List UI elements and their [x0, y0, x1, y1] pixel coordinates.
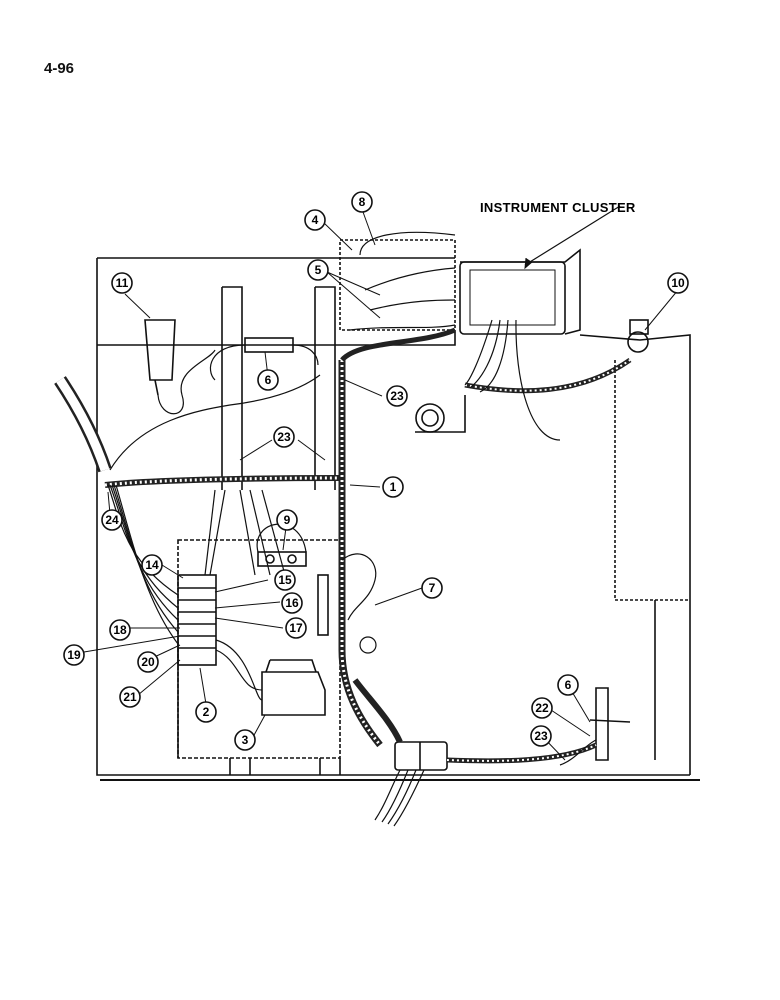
callout-c8: 8: [351, 191, 373, 213]
callout-number: 23: [534, 729, 548, 743]
callout-circle: [557, 674, 579, 696]
callout-circle: [304, 209, 326, 231]
callout-circle: [274, 569, 296, 591]
wire-harnesses: [54, 231, 632, 827]
callout-circle: [530, 725, 552, 747]
callout-number: 7: [429, 581, 436, 595]
callout-number: 16: [285, 596, 299, 610]
callout-c10: 10: [667, 272, 689, 294]
callout-c6a: 6: [257, 369, 279, 391]
callout-c11: 11: [111, 272, 133, 294]
page-number: 4-96: [44, 60, 75, 77]
callout-number: 22: [535, 701, 549, 715]
callout-c24: 24: [101, 509, 123, 531]
callout-circle: [141, 554, 163, 576]
callout-number: 9: [284, 513, 291, 527]
callout-number: 21: [123, 690, 137, 704]
callout-number: 20: [141, 655, 155, 669]
callout-c23a: 23: [386, 385, 408, 407]
callout-circle: [667, 272, 689, 294]
callout-c14: 14: [141, 554, 163, 576]
callout-number: 2: [203, 705, 210, 719]
callout-number: 5: [315, 263, 322, 277]
callout-c23c: 23: [530, 725, 552, 747]
callout-c21: 21: [119, 686, 141, 708]
callout-c19: 19: [63, 644, 85, 666]
callout-circle: [101, 509, 123, 531]
callout-number: 17: [289, 621, 303, 635]
callout-circle: [351, 191, 373, 213]
callout-circle: [281, 592, 303, 614]
panel-structure: [96, 239, 700, 781]
callout-number: 8: [359, 195, 366, 209]
instrument-cluster-label: INSTRUMENT CLUSTER: [480, 200, 636, 215]
callout-c20: 20: [137, 651, 159, 673]
callout-c22: 22: [531, 697, 553, 719]
callout-circle: [307, 259, 329, 281]
callout-circle: [137, 651, 159, 673]
callout-number: 11: [116, 276, 129, 290]
callout-c15: 15: [274, 569, 296, 591]
callout-c7: 7: [421, 577, 443, 599]
callout-c4: 4: [304, 209, 326, 231]
callout-c23b: 23: [273, 426, 295, 448]
callout-number: 6: [265, 373, 272, 387]
callout-circle: [109, 619, 131, 641]
callout-number: 23: [390, 389, 404, 403]
instrument-cluster-callout: INSTRUMENT CLUSTER: [480, 200, 636, 215]
callout-circle: [273, 426, 295, 448]
callout-c5: 5: [307, 259, 329, 281]
callout-circle: [382, 476, 404, 498]
callout-circle: [234, 729, 256, 751]
callout-c6b: 6: [557, 674, 579, 696]
callout-number: 1: [390, 480, 397, 494]
callout-c2: 2: [195, 701, 217, 723]
callout-number: 3: [242, 733, 249, 747]
callout-number: 10: [671, 276, 685, 290]
callout-circle: [111, 272, 133, 294]
callout-circle: [63, 644, 85, 666]
callout-circle: [195, 701, 217, 723]
callout-number: 19: [67, 648, 81, 662]
callout-number: 24: [105, 513, 119, 527]
callout-number: 15: [278, 573, 292, 587]
callout-circle: [285, 617, 307, 639]
callout-c17: 17: [285, 617, 307, 639]
callout-c9: 9: [276, 509, 298, 531]
callout-number: 6: [565, 678, 572, 692]
callout-c3: 3: [234, 729, 256, 751]
callout-c1: 1: [382, 476, 404, 498]
callout-circle: [257, 369, 279, 391]
callout-circle: [531, 697, 553, 719]
callout-circle: [276, 509, 298, 531]
callout-circle: [386, 385, 408, 407]
callout-circle: [421, 577, 443, 599]
callout-number: 23: [277, 430, 291, 444]
callout-number: 4: [312, 213, 319, 227]
callout-number: 14: [145, 558, 159, 572]
callout-c16: 16: [281, 592, 303, 614]
callout-c18: 18: [109, 619, 131, 641]
callout-circle: [119, 686, 141, 708]
callout-number: 18: [113, 623, 127, 637]
